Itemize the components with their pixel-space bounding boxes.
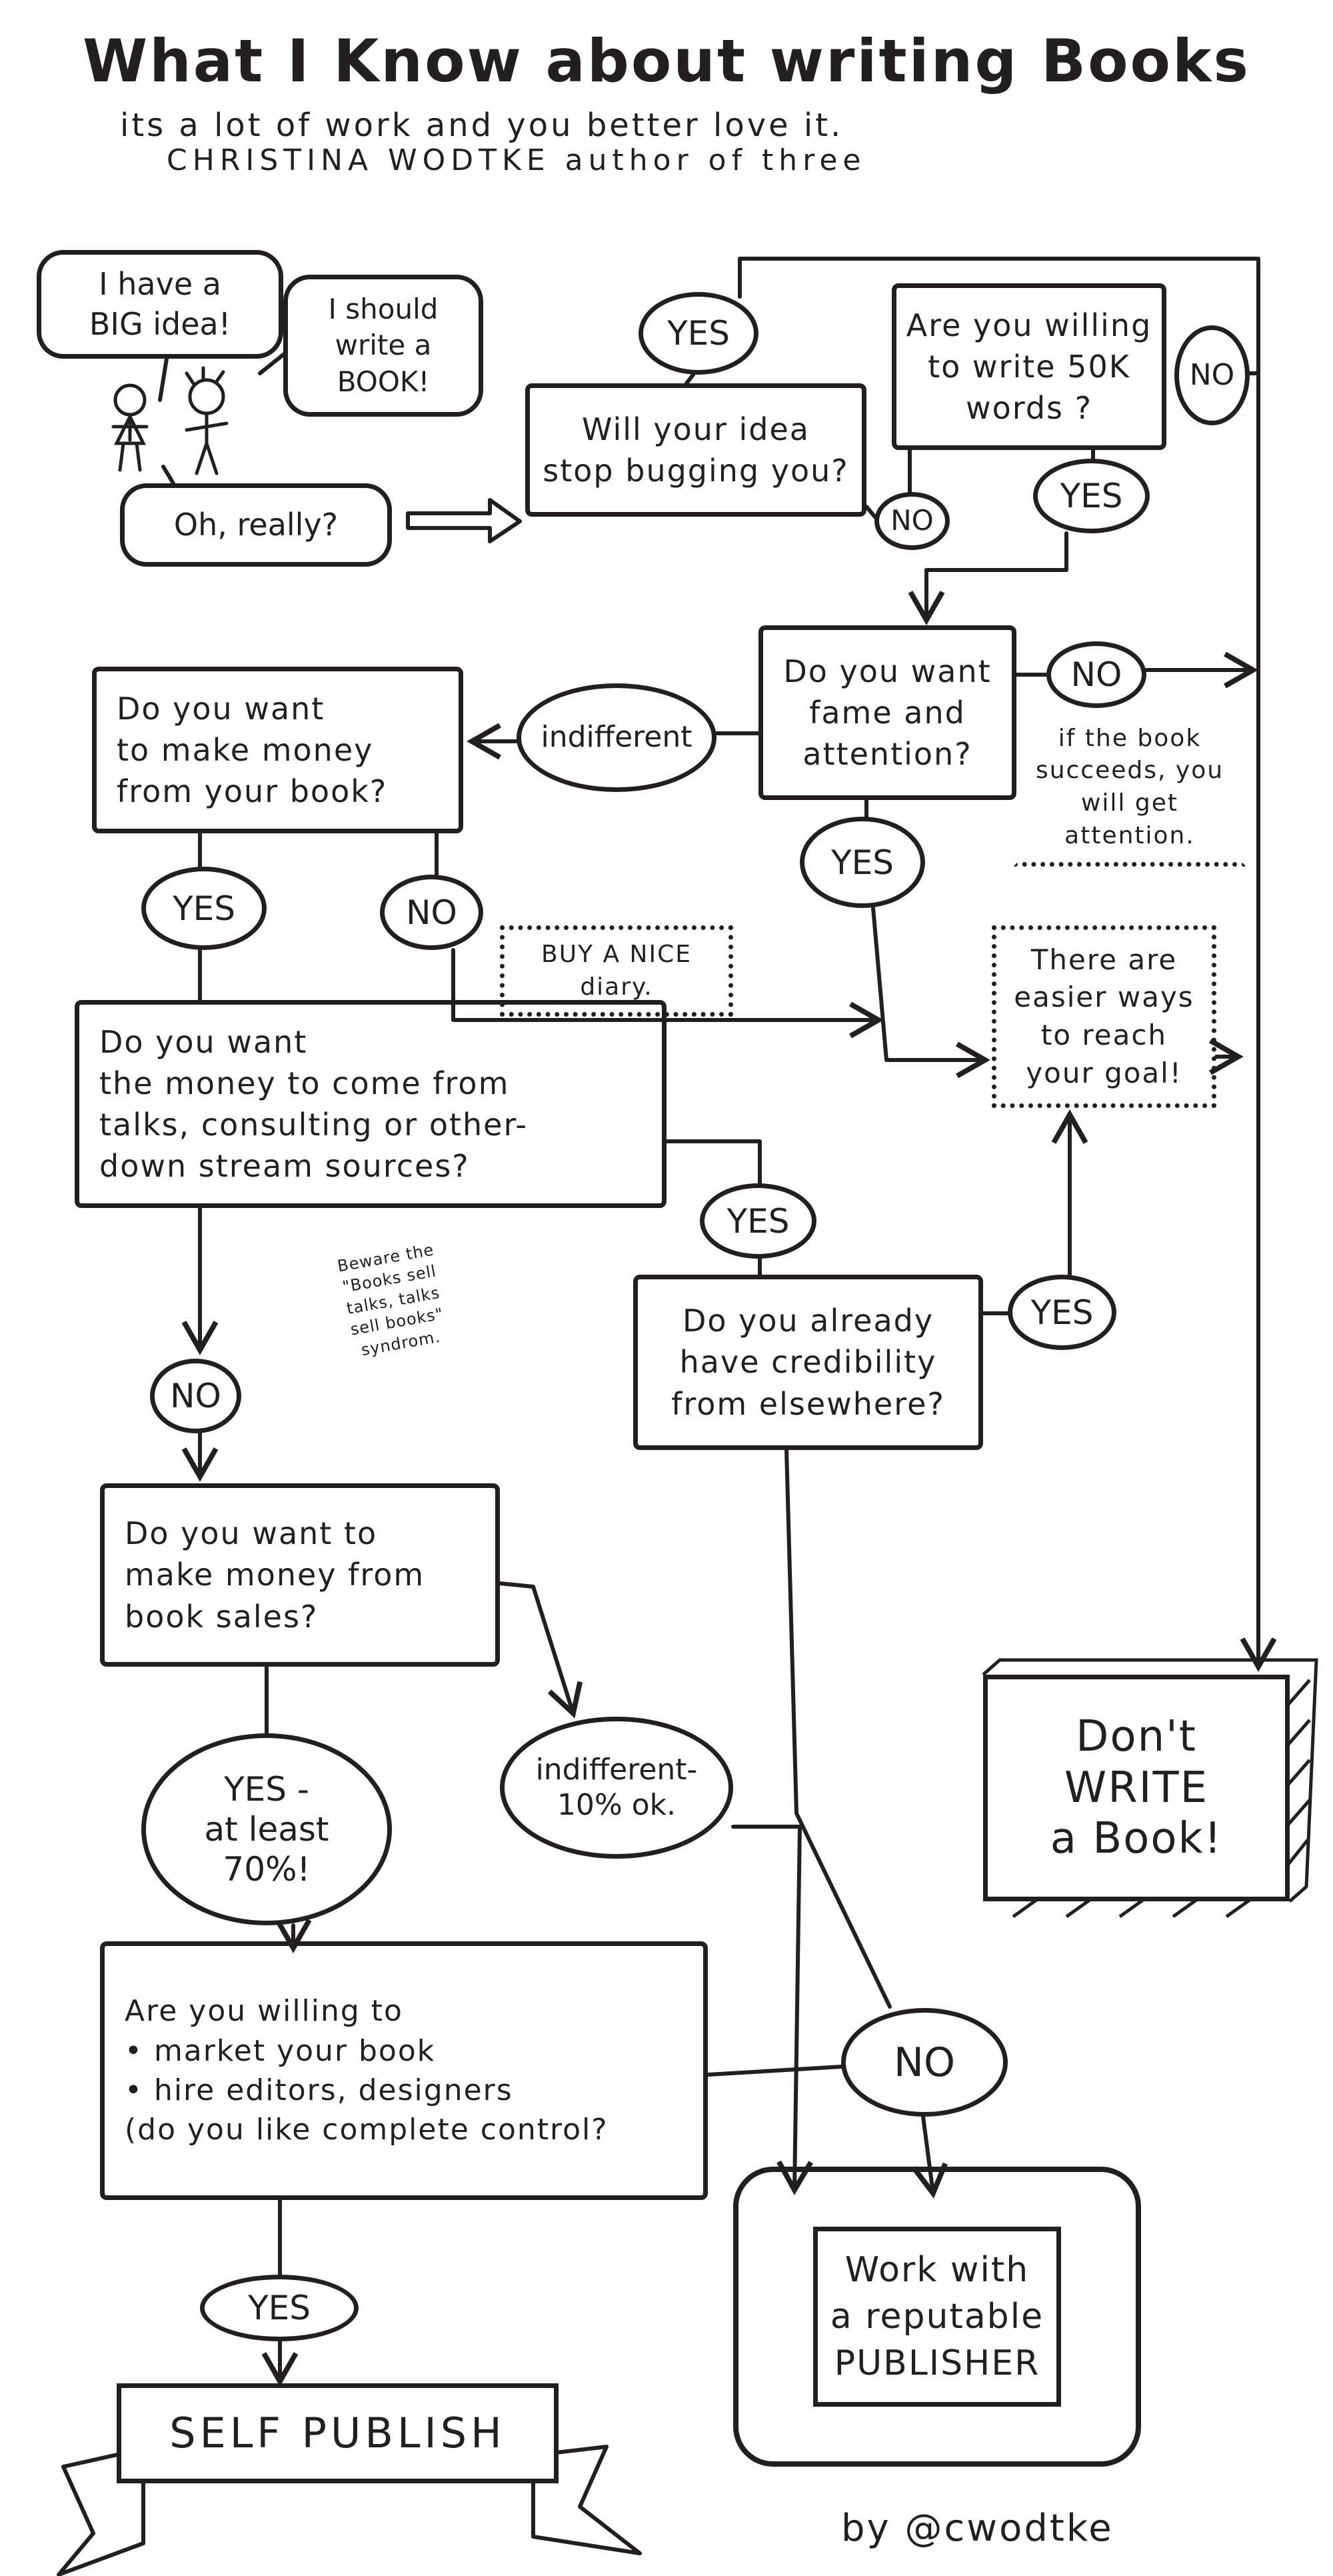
yes-final-oval: YES — [200, 2275, 359, 2341]
dont-write-box: Don't WRITE a Book! — [983, 1675, 1290, 1901]
credit: by @cwodtke — [841, 2507, 1114, 2550]
big-idea-bubble: I have a BIG idea! — [37, 250, 283, 359]
fame-box: Do you want fame and attention? — [758, 625, 1016, 800]
yes-70-oval: YES - at least 70%! — [141, 1733, 392, 1925]
arrow-oh-really — [406, 498, 522, 543]
yes-50k-oval: YES — [1033, 459, 1150, 533]
fame-note: if the book succeeds, you will get atten… — [1013, 708, 1246, 867]
no-fame-oval: NO — [1046, 641, 1146, 708]
yes-bugging-oval: YES — [639, 292, 758, 375]
indifferent-fame-oval: indifferent — [517, 683, 716, 792]
should-write-bubble: I should write a BOOK! — [283, 275, 483, 417]
yes-talks-oval: YES — [700, 1183, 816, 1259]
no-money-oval: NO — [380, 875, 483, 950]
talks-box: Do you want the money to come from talks… — [75, 1000, 666, 1208]
no-50k-oval: NO — [1174, 325, 1250, 425]
subtitle: its a lot of work and you better love it… — [120, 107, 844, 144]
money-book-box: Do you want to make money from your book… — [92, 667, 463, 833]
no-talks-oval: NO — [150, 1359, 241, 1433]
idea-bugging-box: Will your idea stop bugging you? — [525, 383, 866, 517]
no-final-oval: NO — [841, 2008, 1008, 2117]
yes-fame-oval: YES — [800, 817, 925, 908]
willing-market-box: Are you willing to • market your book • … — [100, 1941, 708, 2200]
indifferent-10-oval: indifferent- 10% ok. — [500, 1717, 733, 1859]
stick-figures — [111, 366, 229, 475]
self-publish-banner: SELF PUBLISH — [117, 2383, 559, 2483]
credibility-box: Do you already have credibility from els… — [633, 1275, 983, 1450]
yes-money-oval: YES — [141, 867, 267, 950]
yes-credibility-oval: YES — [1008, 1275, 1116, 1350]
book-sales-box: Do you want to make money from book sale… — [100, 1483, 500, 1667]
write-50k-box: Are you willing to write 50K words ? — [892, 283, 1166, 450]
right-rail-arrow — [738, 257, 1277, 1672]
no-bugging-oval: NO — [874, 492, 950, 550]
page-title: What I Know about writing Books — [83, 27, 1250, 95]
hatched-edge — [982, 1658, 1318, 1919]
author-line: CHRISTINA WODTKE author of three — [167, 143, 866, 177]
publisher-frame — [733, 2167, 1141, 2467]
oh-really-bubble: Oh, really? — [120, 483, 392, 567]
diary-note: BUY A NICE diary. — [500, 925, 733, 1017]
publisher-box: Work with a reputable PUBLISHER — [813, 2227, 1061, 2407]
easier-ways-note: There are easier ways to reach your goal… — [992, 925, 1216, 1108]
